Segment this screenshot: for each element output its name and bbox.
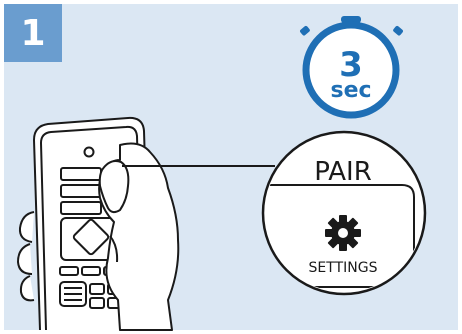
step-number-badge: 1 <box>4 4 62 62</box>
timer-unit: sec <box>330 78 371 103</box>
callout-zoom: PAIR SETTINGS <box>263 132 425 300</box>
gear-icon <box>325 215 361 251</box>
timer-icon: 3 sec <box>299 16 404 115</box>
pair-label: PAIR <box>314 157 372 187</box>
settings-label: SETTINGS <box>309 260 378 276</box>
